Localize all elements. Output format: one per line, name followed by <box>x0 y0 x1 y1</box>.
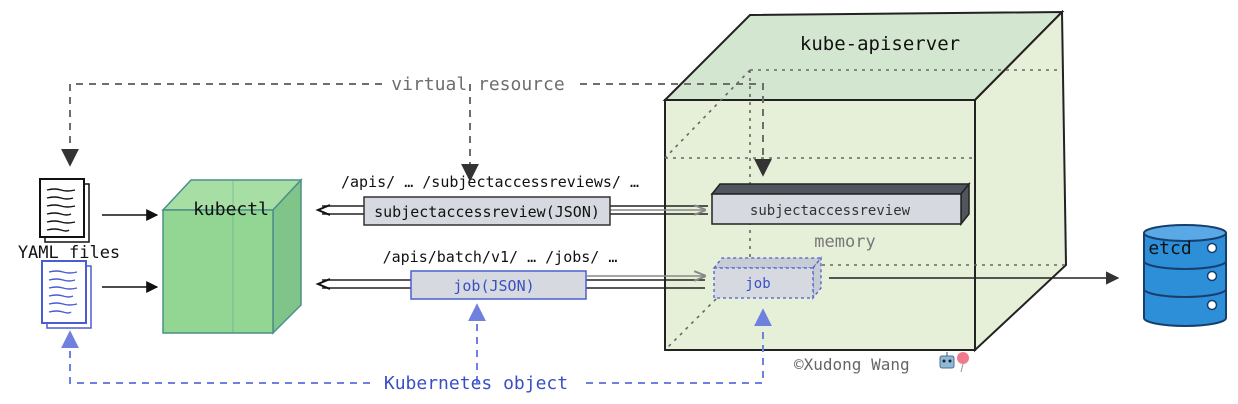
job-return-arrow <box>315 278 331 290</box>
copyright-label: ©Xudong Wang <box>794 355 910 374</box>
memory-job-label: job <box>745 276 770 292</box>
virtual-resource-loop: virtual resource <box>61 74 772 182</box>
jobs-path-label: /apis/batch/v1/ … /jobs/ … <box>383 248 618 266</box>
robot-balloon-icon <box>939 352 969 373</box>
etcd-database-icon: etcd <box>1143 224 1227 327</box>
memory-label: memory <box>814 232 875 252</box>
kubernetes-object-label: Kubernetes object <box>384 373 568 394</box>
yaml-document-bottom-icon <box>41 260 92 329</box>
sar-json-label: subjectaccessreview(JSON) <box>374 203 600 221</box>
kube-apiserver-label: kube-apiserver <box>800 33 960 55</box>
virtual-resource-label: virtual resource <box>391 74 564 95</box>
memory-job-object: job <box>712 256 823 300</box>
job-json-label: job(JSON) <box>453 277 534 295</box>
memory-sar-label: subjectaccessreview <box>750 203 911 219</box>
kube-apiserver-box: kube-apiserver <box>662 9 1068 353</box>
yaml-files-label: YAML files <box>18 243 120 263</box>
sar-return-arrow <box>315 204 331 216</box>
kubernetes-object-loop: Kubernetes object <box>61 303 772 394</box>
job-json-box <box>410 270 587 300</box>
kubectl-label: kubectl <box>193 199 269 220</box>
kubectl-cube: kubectl <box>161 178 303 335</box>
yaml-document-top-icon <box>39 178 90 243</box>
memory-sar-object: subjectaccessreview <box>710 181 971 227</box>
sar-json-box <box>363 196 611 226</box>
etcd-label: etcd <box>1148 238 1191 259</box>
sar-path-label: /apis/ … /subjectaccessreviews/ … <box>341 173 639 191</box>
